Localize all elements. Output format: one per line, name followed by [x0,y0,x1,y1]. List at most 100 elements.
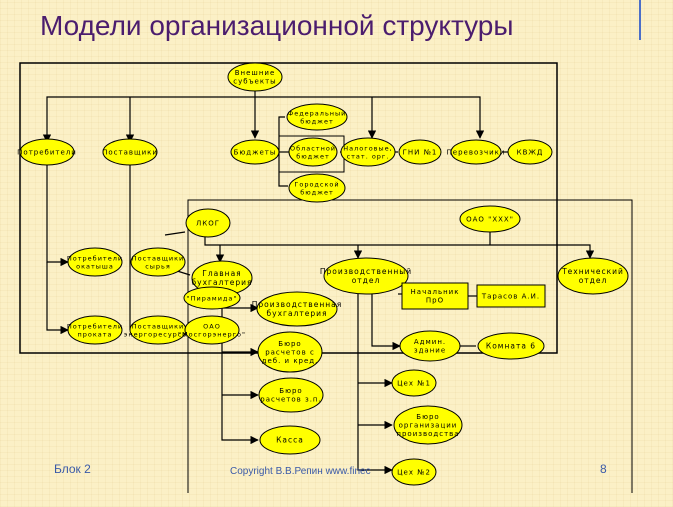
node-label: Комната 6 [486,342,536,351]
node-label: отдел [579,276,608,285]
footer-block: Блок 2 [54,462,91,476]
node-label: расчетов с [265,348,315,356]
node-label: Админ. [414,338,446,346]
node-oao-energo: ОАО"Мосгорэнерго" [178,315,246,345]
node-label: деб. и кред. [262,357,319,365]
company-frame [187,199,633,493]
node-label: стат. орг. [347,152,390,160]
node-label: ПрО [426,297,444,305]
node-shape [230,139,280,165]
node-label: Цех №2 [397,468,431,476]
node-label: Главная [202,269,241,278]
node-label: проката [77,330,112,338]
node-gni: ГНИ №1 [398,139,442,165]
node-label: Бюро [279,387,302,395]
node-shape [401,282,469,310]
node-label: ЛКОГ [196,219,220,227]
node-shape [102,138,158,166]
node-shop1: Цех №1 [391,369,437,397]
node-shape [286,103,348,131]
node-shape [67,247,123,277]
node-shape [257,331,323,373]
node-label: Областной [290,144,336,152]
node-label: Производственная [252,300,343,309]
node-kvzhd: КВЖД [507,139,553,165]
node-label: бюджет [300,117,334,125]
node-label: Бюро [416,413,439,421]
node-shape [288,173,346,203]
node-label: Перевозчики [447,148,506,156]
node-shape [476,284,546,308]
node-shape [340,137,396,167]
node-shape [256,291,338,327]
node-tax: Налоговые,стат. орг. [340,137,396,167]
node-label: сырья [145,262,171,270]
node-label: отдел [352,276,381,285]
decorative-line [639,0,641,40]
node-label: производства [396,430,459,438]
node-shape [459,205,521,233]
node-label: Федеральный [288,109,347,117]
node-label: организации [399,421,458,429]
node-shape [557,257,629,295]
node-shape [67,315,123,345]
node-label: Бюджеты [234,148,277,156]
node-shape [227,62,283,92]
node-label: КВЖД [517,148,544,156]
node-shape [399,330,461,362]
node-shape [259,425,321,455]
node-room6: Комната 6 [477,332,545,360]
node-shape [323,257,409,295]
node-label: Поставщики [132,254,185,262]
node-shape [391,458,437,486]
node-piramida: "Пирамида" [183,286,241,310]
node-label: "Мосгорэнерго" [178,330,246,338]
footer-copyright: Copyright В.В.Репин www.finec [230,466,371,477]
node-oao-xxx: ОАО "ХХХ" [459,205,521,233]
node-label: Потребители [67,322,123,330]
node-label: бухгалтерия [267,309,328,318]
node-label: бюджет [300,188,334,196]
node-shape [185,208,231,238]
node-shape [450,139,502,165]
node-label: Начальник [411,288,460,296]
node-label: Цех №1 [397,379,431,387]
node-label: Технический [561,267,624,276]
node-label: ОАО [203,322,221,330]
node-shape [130,247,186,277]
node-lkog: ЛКОГ [185,208,231,238]
node-budgets: Бюджеты [230,139,280,165]
node-label: "Пирамида" [187,294,238,302]
node-label: Внешние [235,69,276,77]
node-shape [507,139,553,165]
node-shape [288,137,338,167]
node-shape [391,369,437,397]
node-label: Налоговые, [343,144,392,152]
node-label: бюджет [296,152,330,160]
node-carriers: Перевозчики [447,139,506,165]
node-label: Тарасов А.И. [481,292,540,300]
node-label: Городской [294,180,339,188]
node-shape [398,139,442,165]
node-label: Потребители [67,254,123,262]
node-label: здание [414,347,446,355]
node-admin: Админ.здание [399,330,461,362]
node-shape [393,405,463,445]
node-label: Поставщики [102,148,158,156]
node-shape [258,377,324,413]
node-shape [19,138,75,166]
